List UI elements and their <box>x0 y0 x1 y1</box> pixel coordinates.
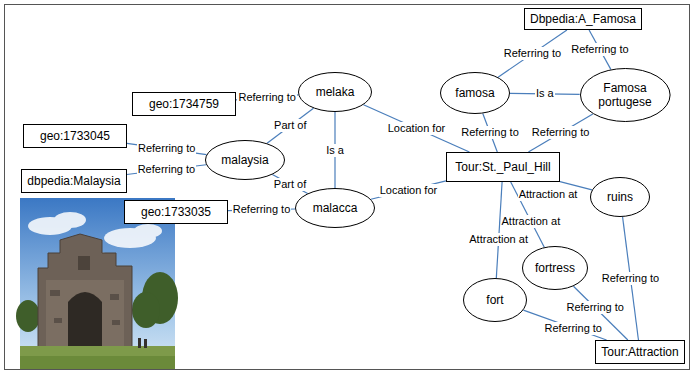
relation-label: Is a <box>325 144 345 157</box>
concept-ellipse: melaka <box>298 72 372 112</box>
node-text: Famosa portugese <box>594 81 656 109</box>
concept-ellipse: malaysia <box>205 140 285 180</box>
resource-box: Tour:St._Paul_Hill <box>446 152 560 182</box>
node-text: fort <box>486 293 503 307</box>
node-text: geo:1733035 <box>141 205 211 219</box>
relation-label: Referring to <box>565 301 624 314</box>
node-text: dbpedia:Malaysia <box>27 174 120 188</box>
concept-ellipse: famosa <box>440 72 510 114</box>
ellipse-shape <box>441 73 510 114</box>
ellipse-shape <box>523 247 588 290</box>
node-text: geo:1734759 <box>149 97 219 111</box>
concept-ellipse: Famosa portugese <box>580 68 671 122</box>
resource-box: Tour:Attraction <box>595 340 684 364</box>
resource-box: Dbpedia:A_Famosa <box>524 8 642 30</box>
relation-line <box>127 143 207 154</box>
node-text: Tour:St._Paul_Hill <box>455 160 550 174</box>
relation-label: Attraction at <box>468 233 529 246</box>
relation-line <box>267 108 313 143</box>
relation-label: Location for <box>379 184 438 197</box>
node-text: malaysia <box>221 153 268 167</box>
node-text: geo:1733045 <box>40 129 110 143</box>
node-text: famosa <box>455 86 494 100</box>
relation-label: Referring to <box>570 43 629 56</box>
node-text: fortress <box>535 261 575 275</box>
relation-line <box>528 114 592 152</box>
photo-grass-front <box>20 356 175 369</box>
relation-line <box>272 175 307 194</box>
ellipse-shape <box>464 279 527 322</box>
relation-line <box>523 310 606 340</box>
relation-label: Referring to <box>544 322 603 335</box>
concept-ellipse: fort <box>463 278 527 322</box>
node-text: malacca <box>313 201 358 215</box>
resource-box: geo:1733035 <box>124 200 228 224</box>
relation-label: Part of <box>273 119 307 132</box>
resource-box: geo:1733045 <box>23 124 127 148</box>
photo-grass <box>20 346 175 369</box>
relation-label: Referring to <box>232 203 291 216</box>
relation-label: Referring to <box>137 142 196 155</box>
ellipse-shape <box>296 189 375 228</box>
relation-line <box>496 182 502 278</box>
concept-ellipse: fortress <box>522 246 588 290</box>
photo-people <box>138 338 147 348</box>
ellipse-shape <box>591 178 650 217</box>
relation-label: Location for <box>387 122 446 135</box>
node-text: melaka <box>316 85 355 99</box>
relation-label: Referring to <box>601 272 660 285</box>
relation-label: Referring to <box>137 163 196 176</box>
ellipse-shape <box>206 141 285 180</box>
relation-label: Referring to <box>531 126 590 139</box>
ellipse-shape <box>580 69 670 122</box>
relation-label: Referring to <box>237 91 296 104</box>
node-text: Tour:Attraction <box>601 345 678 359</box>
resource-box: geo:1734759 <box>132 92 236 116</box>
relation-line <box>364 105 470 152</box>
ellipse-shape <box>299 73 372 112</box>
concept-ellipse: ruins <box>590 177 650 217</box>
relation-label: Referring to <box>460 126 519 139</box>
node-text: Dbpedia:A_Famosa <box>530 12 636 26</box>
relation-line <box>371 181 446 199</box>
relation-label: Attraction at <box>518 188 579 201</box>
relation-label: Referring to <box>503 47 562 60</box>
relation-line <box>498 30 567 77</box>
relation-label: Part of <box>273 178 307 191</box>
concept-ellipse: malacca <box>295 188 375 228</box>
resource-box: dbpedia:Malaysia <box>21 169 126 193</box>
relation-label: Attraction at <box>501 215 562 228</box>
photo-ruin <box>38 234 132 348</box>
relation-label: Is a <box>535 87 555 100</box>
frame-border <box>5 5 690 370</box>
node-text: ruins <box>607 190 633 204</box>
